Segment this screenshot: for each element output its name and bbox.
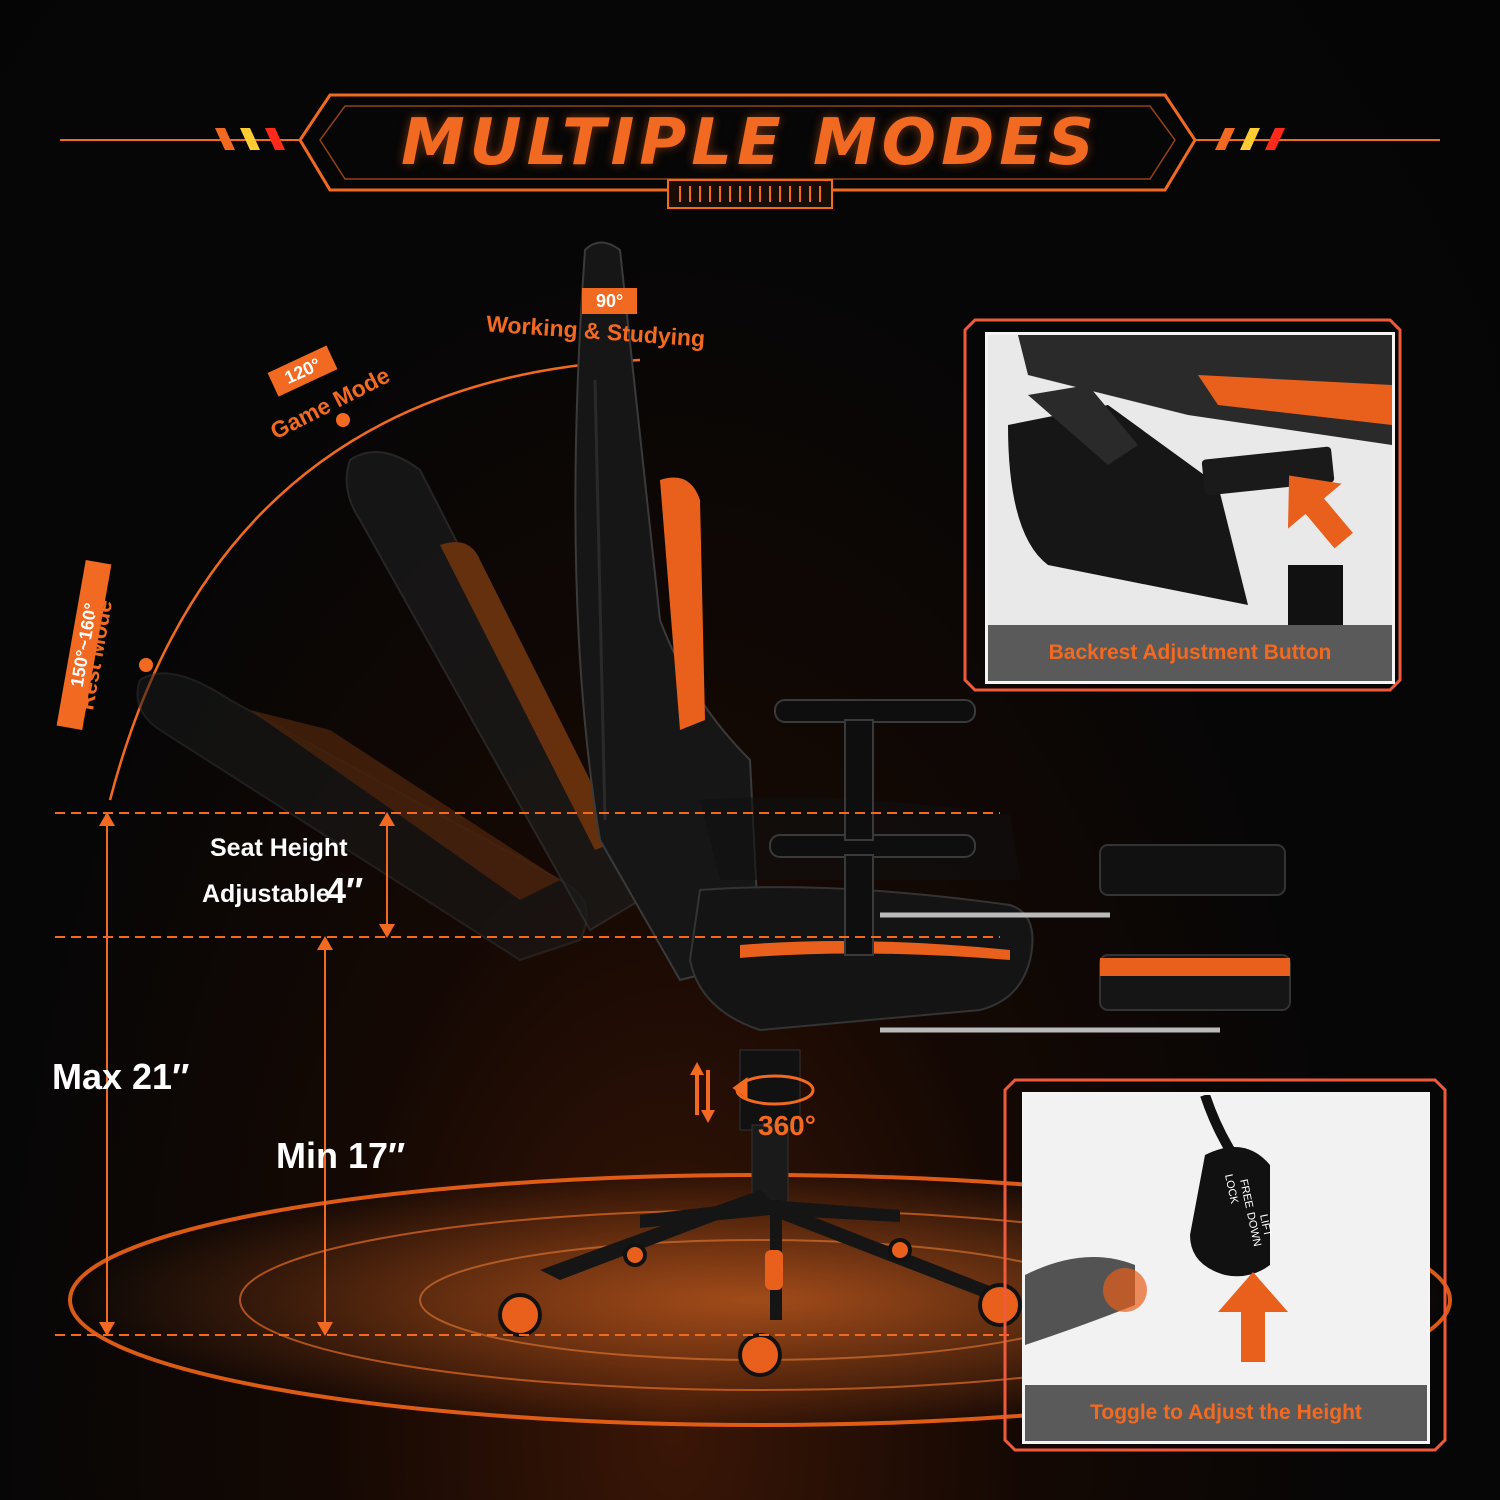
up-arrow-icon <box>1287 475 1353 549</box>
seat-adjustable-label: Adjustable <box>202 880 330 908</box>
up-arrow-icon <box>1218 1272 1288 1362</box>
title-underbar-ticks <box>679 186 821 202</box>
title-frame-stripes-right <box>1215 128 1285 150</box>
title-frame <box>60 93 1440 192</box>
measurement-guides <box>55 812 1010 1336</box>
seat-adjust-value: 4″ <box>326 870 364 911</box>
title-frame-stripes-left <box>215 128 285 150</box>
page-title: MULTIPLE MODES <box>400 106 1100 180</box>
measurement-arrowheads <box>99 812 395 1336</box>
chair-base <box>540 1049 1000 1320</box>
max-height-label: Max 21″ <box>52 1056 190 1097</box>
chair-armrests <box>769 699 976 956</box>
callout-frame-bottom <box>1003 1078 1447 1452</box>
rotation-label: 360° <box>758 1110 816 1141</box>
arc-dot-120 <box>336 413 350 427</box>
recline-angle-90: 90° <box>582 288 638 314</box>
backrest-mechanism-illustration <box>988 335 1392 681</box>
arc-dot-rest <box>139 658 153 672</box>
chair-ghost-game <box>345 451 642 932</box>
height-lever-illustration: FREE LOCK LIFT DOWN <box>1025 1095 1427 1441</box>
chair-footrest <box>880 844 1291 1033</box>
height-toggle-callout-panel: FREE LOCK LIFT DOWN Toggle to Adjust the… <box>1022 1092 1430 1444</box>
lift-arrows-icon <box>690 1062 715 1123</box>
rotation-indicator <box>732 1074 815 1106</box>
seat-height-label: Seat Height <box>210 834 348 862</box>
height-toggle-caption: Toggle to Adjust the Height <box>1025 1385 1427 1441</box>
lever-free-text: FREE <box>1237 1178 1255 1209</box>
lever-lift-text: LIFT <box>1257 1213 1273 1238</box>
backrest-callout-panel: Backrest Adjustment Button <box>985 332 1395 684</box>
min-height-label: Min 17″ <box>276 1135 406 1176</box>
callout-frame-top <box>963 318 1402 692</box>
chair-backrest-upright <box>574 241 762 982</box>
backrest-caption: Backrest Adjustment Button <box>988 625 1392 681</box>
